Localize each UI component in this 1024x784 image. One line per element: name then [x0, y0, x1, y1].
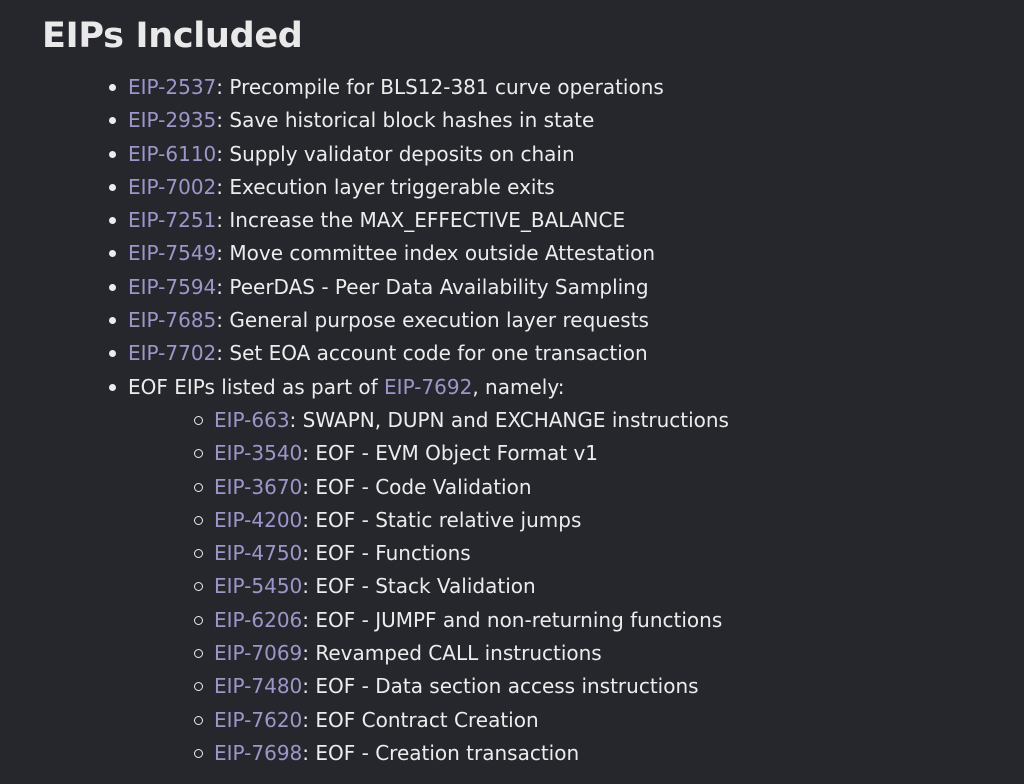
eip-link[interactable]: EIP-7702 [128, 341, 217, 366]
bullet-circle [194, 582, 203, 592]
page-title: EIPs Included [42, 16, 303, 56]
eip-link[interactable]: EIP-3540 [214, 441, 303, 466]
eip-link[interactable]: EIP-4200 [214, 507, 303, 532]
eip-link[interactable]: EIP-7002 [128, 174, 217, 199]
eip-link[interactable]: EIP-7549 [128, 241, 217, 266]
eip-description: : EOF - Data section access instructions [302, 674, 699, 699]
eip-description: : EOF - Functions [302, 541, 471, 566]
sub-list-item: EIP-7698: EOF - Creation transaction [194, 737, 729, 770]
bullet-circle [194, 615, 203, 625]
eip-list: EIP-2537: Precompile for BLS12-381 curve… [108, 71, 729, 770]
list-item: EIP-7685: General purpose execution laye… [108, 304, 729, 337]
sub-list-item: EIP-5450: EOF - Stack Validation [194, 570, 729, 603]
sub-list-item: EIP-4200: EOF - Static relative jumps [194, 504, 729, 537]
eip-link[interactable]: EIP-6206 [214, 607, 303, 632]
list-item: EIP-7549: Move committee index outside A… [108, 237, 729, 270]
bullet-circle [194, 649, 203, 659]
bullet-circle [194, 515, 203, 525]
sub-list-item: EIP-663: SWAPN, DUPN and EXCHANGE instru… [194, 404, 729, 437]
bullet-circle [194, 482, 203, 492]
eip-link[interactable]: EIP-6110 [128, 141, 217, 166]
eip-description: : Revamped CALL instructions [302, 641, 602, 666]
eip-description: : Move committee index outside Attestati… [216, 241, 656, 266]
eip-description: : PeerDAS - Peer Data Availability Sampl… [216, 274, 649, 299]
eip-link[interactable]: EIP-7685 [128, 308, 217, 333]
eip-description: : EOF Contract Creation [302, 707, 539, 732]
eip-link[interactable]: EIP-4750 [214, 541, 303, 566]
bullet-disc [109, 117, 116, 125]
eip-link[interactable]: EIP-3670 [214, 474, 303, 499]
eip-link[interactable]: EIP-663 [214, 407, 290, 432]
sub-list-item: EIP-7480: EOF - Data section access inst… [194, 670, 729, 703]
bullet-disc [109, 183, 116, 191]
eip-description: : EOF - Stack Validation [302, 574, 536, 599]
bullet-circle [194, 715, 203, 725]
eip-description: : SWAPN, DUPN and EXCHANGE instructions [289, 407, 729, 432]
eip-link[interactable]: EIP-2537 [128, 75, 217, 99]
eip-description: : Precompile for BLS12-381 curve operati… [216, 75, 664, 99]
bullet-disc [109, 283, 116, 291]
list-item: EIP-7251: Increase the MAX_EFFECTIVE_BAL… [108, 204, 729, 237]
eip-description: : Supply validator deposits on chain [216, 141, 575, 166]
bullet-disc [109, 150, 116, 158]
sub-list-item: EIP-4750: EOF - Functions [194, 537, 729, 570]
eip-description: : EOF - EVM Object Format v1 [302, 441, 599, 466]
bullet-disc [109, 383, 116, 391]
sub-list-item: EIP-7620: EOF Contract Creation [194, 704, 729, 737]
eip-description: : Execution layer triggerable exits [216, 174, 555, 199]
eip-description: : EOF - JUMPF and non-returning function… [302, 607, 723, 632]
sub-list-item: EIP-3540: EOF - EVM Object Format v1 [194, 437, 729, 470]
eip-link[interactable]: EIP-7480 [214, 674, 303, 699]
list-item: EIP-7594: PeerDAS - Peer Data Availabili… [108, 271, 729, 304]
eip-description: : EOF - Creation transaction [302, 740, 580, 765]
bullet-circle [194, 415, 203, 425]
list-item: EIP-7702: Set EOA account code for one t… [108, 337, 729, 370]
bullet-disc [109, 250, 116, 258]
eof-suffix: , namely: [472, 374, 565, 399]
bullet-circle [194, 682, 203, 692]
list-item: EIP-2935: Save historical block hashes i… [108, 104, 729, 137]
eip-description: : General purpose execution layer reques… [216, 308, 649, 333]
list-item: EIP-6110: Supply validator deposits on c… [108, 138, 729, 171]
eip-description: : Increase the MAX_EFFECTIVE_BALANCE [216, 208, 626, 233]
list-item-eof: EOF EIPs listed as part of EIP-7692, nam… [108, 371, 729, 771]
eof-prefix: EOF EIPs listed as part of [128, 374, 385, 399]
bullet-disc [109, 317, 116, 325]
eip-link[interactable]: EIP-7698 [214, 740, 303, 765]
eip-link[interactable]: EIP-7692 [384, 374, 473, 399]
eip-link[interactable]: EIP-7069 [214, 641, 303, 666]
eip-link[interactable]: EIP-5450 [214, 574, 303, 599]
eip-link[interactable]: EIP-7594 [128, 274, 217, 299]
list-item: EIP-2537: Precompile for BLS12-381 curve… [108, 71, 729, 104]
bullet-circle [194, 549, 203, 559]
sub-list-item: EIP-7069: Revamped CALL instructions [194, 637, 729, 670]
bullet-circle [194, 748, 203, 758]
bullet-disc [109, 350, 116, 358]
eip-description: : EOF - Code Validation [302, 474, 532, 499]
bullet-disc [109, 217, 116, 225]
eip-description: : Set EOA account code for one transacti… [216, 341, 648, 366]
list-item: EIP-7002: Execution layer triggerable ex… [108, 171, 729, 204]
bullet-circle [194, 449, 203, 459]
eip-link[interactable]: EIP-7251 [128, 208, 217, 233]
eip-description: : EOF - Static relative jumps [302, 507, 582, 532]
sub-list-item: EIP-3670: EOF - Code Validation [194, 471, 729, 504]
bullet-disc [109, 84, 116, 91]
eip-description: : Save historical block hashes in state [216, 108, 595, 133]
eip-link[interactable]: EIP-7620 [214, 707, 303, 732]
sub-list-item: EIP-6206: EOF - JUMPF and non-returning … [194, 604, 729, 637]
eof-sub-list: EIP-663: SWAPN, DUPN and EXCHANGE instru… [194, 404, 729, 770]
eip-link[interactable]: EIP-2935 [128, 108, 217, 133]
